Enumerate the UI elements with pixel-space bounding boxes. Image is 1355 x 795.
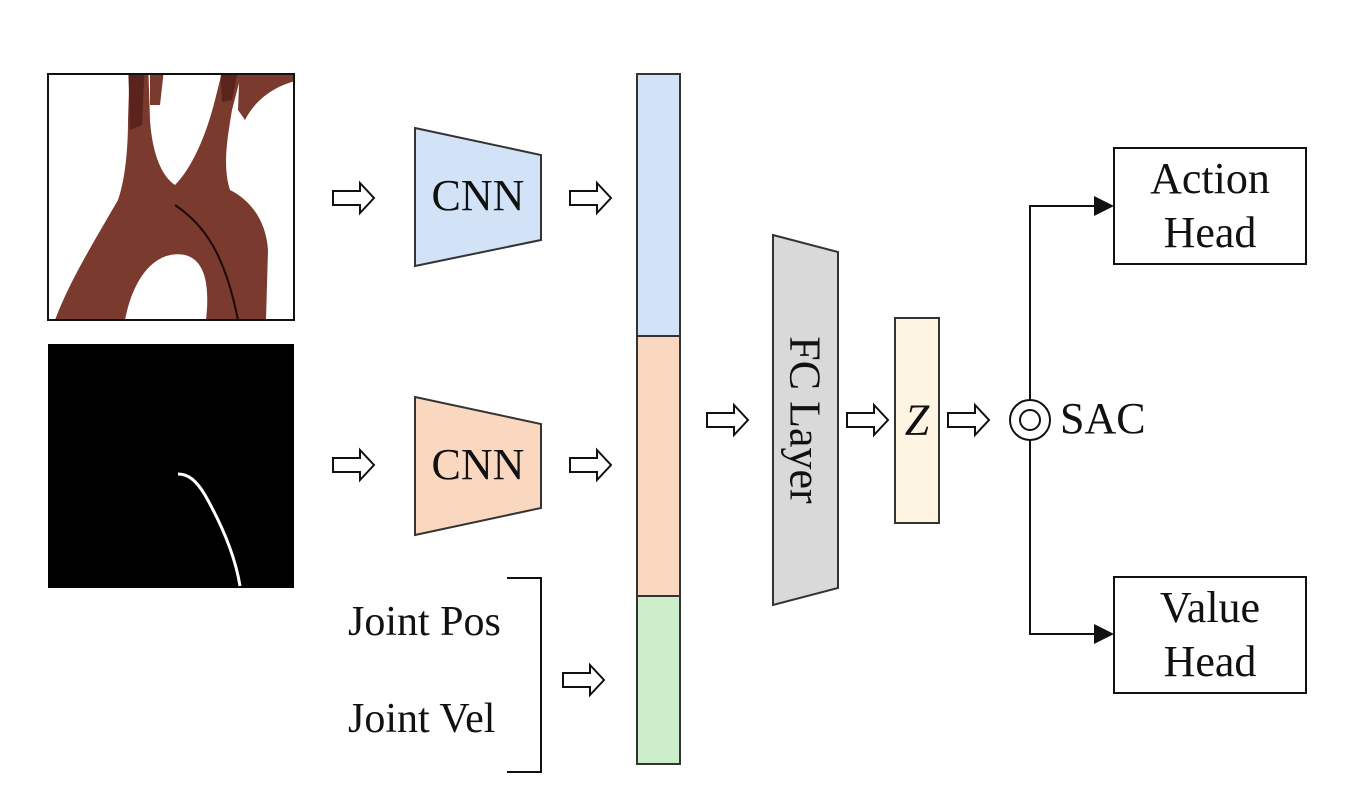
- cnn-encoder-bottom: [414, 395, 542, 537]
- cnn-label-bottom: CNN: [431, 440, 525, 489]
- value-head-label: Value Head: [1160, 581, 1260, 689]
- vessel-render-image: [47, 73, 295, 321]
- action-head-box: [1113, 147, 1307, 265]
- latent-z-label: Z: [904, 395, 930, 445]
- action-head-line1: Action: [1150, 154, 1270, 203]
- sac-node: [1009, 399, 1051, 441]
- fc-layer-label: FC Layer: [780, 336, 830, 504]
- feature-segment-mask: [636, 335, 681, 597]
- hollow-arrow: [706, 402, 750, 438]
- fc-layer-block: [772, 233, 839, 607]
- joint-pos-label: Joint Pos: [348, 599, 501, 645]
- value-head-line1: Value: [1159, 583, 1261, 632]
- joint-bracket: [507, 577, 542, 773]
- feature-segment-image: [636, 73, 681, 337]
- hollow-arrow: [562, 662, 606, 698]
- cnn-encoder-top: [414, 126, 542, 268]
- value-head-line2: Head: [1163, 637, 1257, 686]
- branch-to-action-head: [1029, 196, 1114, 400]
- hollow-arrow: [332, 180, 376, 216]
- feature-vector: [636, 73, 681, 765]
- cnn-label-top: CNN: [431, 171, 525, 220]
- action-head-line2: Head: [1163, 208, 1257, 257]
- hollow-arrow: [947, 402, 991, 438]
- guidewire-mask-image: [48, 344, 294, 588]
- hollow-arrow: [332, 447, 376, 483]
- branch-to-value-head: [1029, 440, 1114, 644]
- hollow-arrows: [332, 180, 991, 698]
- latent-z-block: [894, 317, 940, 524]
- hollow-arrow: [846, 402, 890, 438]
- sac-branches: [1029, 196, 1114, 644]
- feature-segment-joints: [636, 595, 681, 765]
- value-head-box: [1113, 576, 1307, 694]
- sac-label: SAC: [1060, 394, 1146, 443]
- hollow-arrow: [569, 447, 613, 483]
- hollow-arrow: [569, 180, 613, 216]
- action-head-label: Action Head: [1150, 152, 1270, 260]
- joint-vel-label: Joint Vel: [348, 696, 496, 742]
